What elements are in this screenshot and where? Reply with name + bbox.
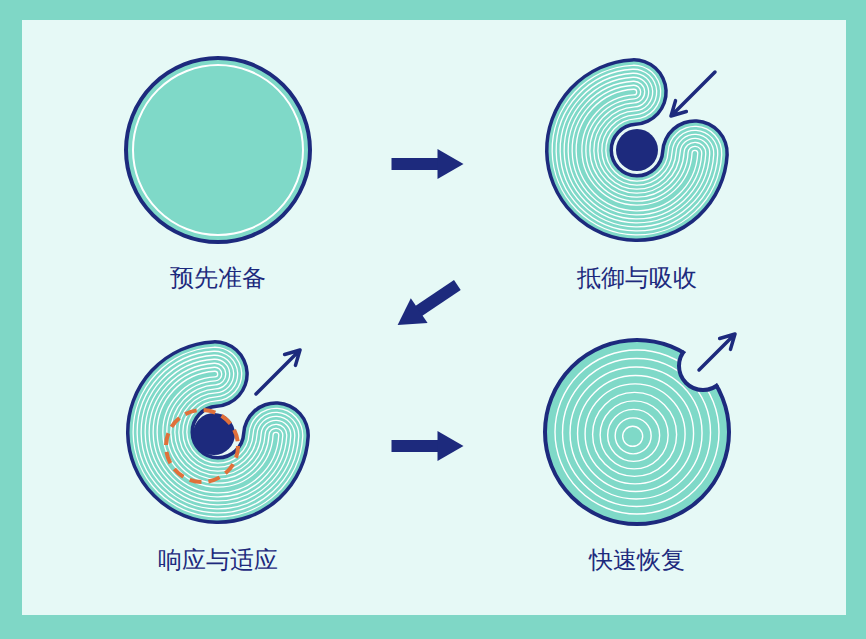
arrow-head (438, 431, 464, 461)
flow-arrow (392, 158, 440, 170)
outer-circle (126, 58, 310, 242)
flow-arrow-group (398, 285, 458, 325)
stage-label: 响应与适应 (103, 545, 333, 575)
stage-label: 抵御与吸收 (522, 263, 752, 293)
stage-node: 抵御与吸收 (522, 35, 752, 293)
arrow-head (398, 298, 428, 325)
flow-arrow-group (392, 149, 464, 179)
stage-node: 快速恢复 (522, 317, 752, 575)
flow-arrow (418, 285, 458, 312)
flow-arrow (392, 440, 440, 452)
inner-ring (133, 65, 303, 235)
stage-illustration (103, 317, 333, 547)
stage-illustration (103, 35, 333, 265)
direction-arrow (671, 72, 715, 116)
stage-illustration (522, 35, 752, 265)
impact-ball (616, 129, 658, 171)
stage-label: 快速恢复 (522, 545, 752, 575)
stage-label: 预先准备 (103, 263, 333, 293)
arrow-head (438, 149, 464, 179)
direction-arrow (256, 350, 300, 394)
stage-node: 预先准备 (103, 35, 333, 293)
flow-arrow-group (392, 431, 464, 461)
stage-illustration (522, 317, 752, 547)
adaptation-highlight (166, 410, 238, 482)
direction-arrow (699, 334, 735, 370)
stage-node: 响应与适应 (103, 317, 333, 575)
